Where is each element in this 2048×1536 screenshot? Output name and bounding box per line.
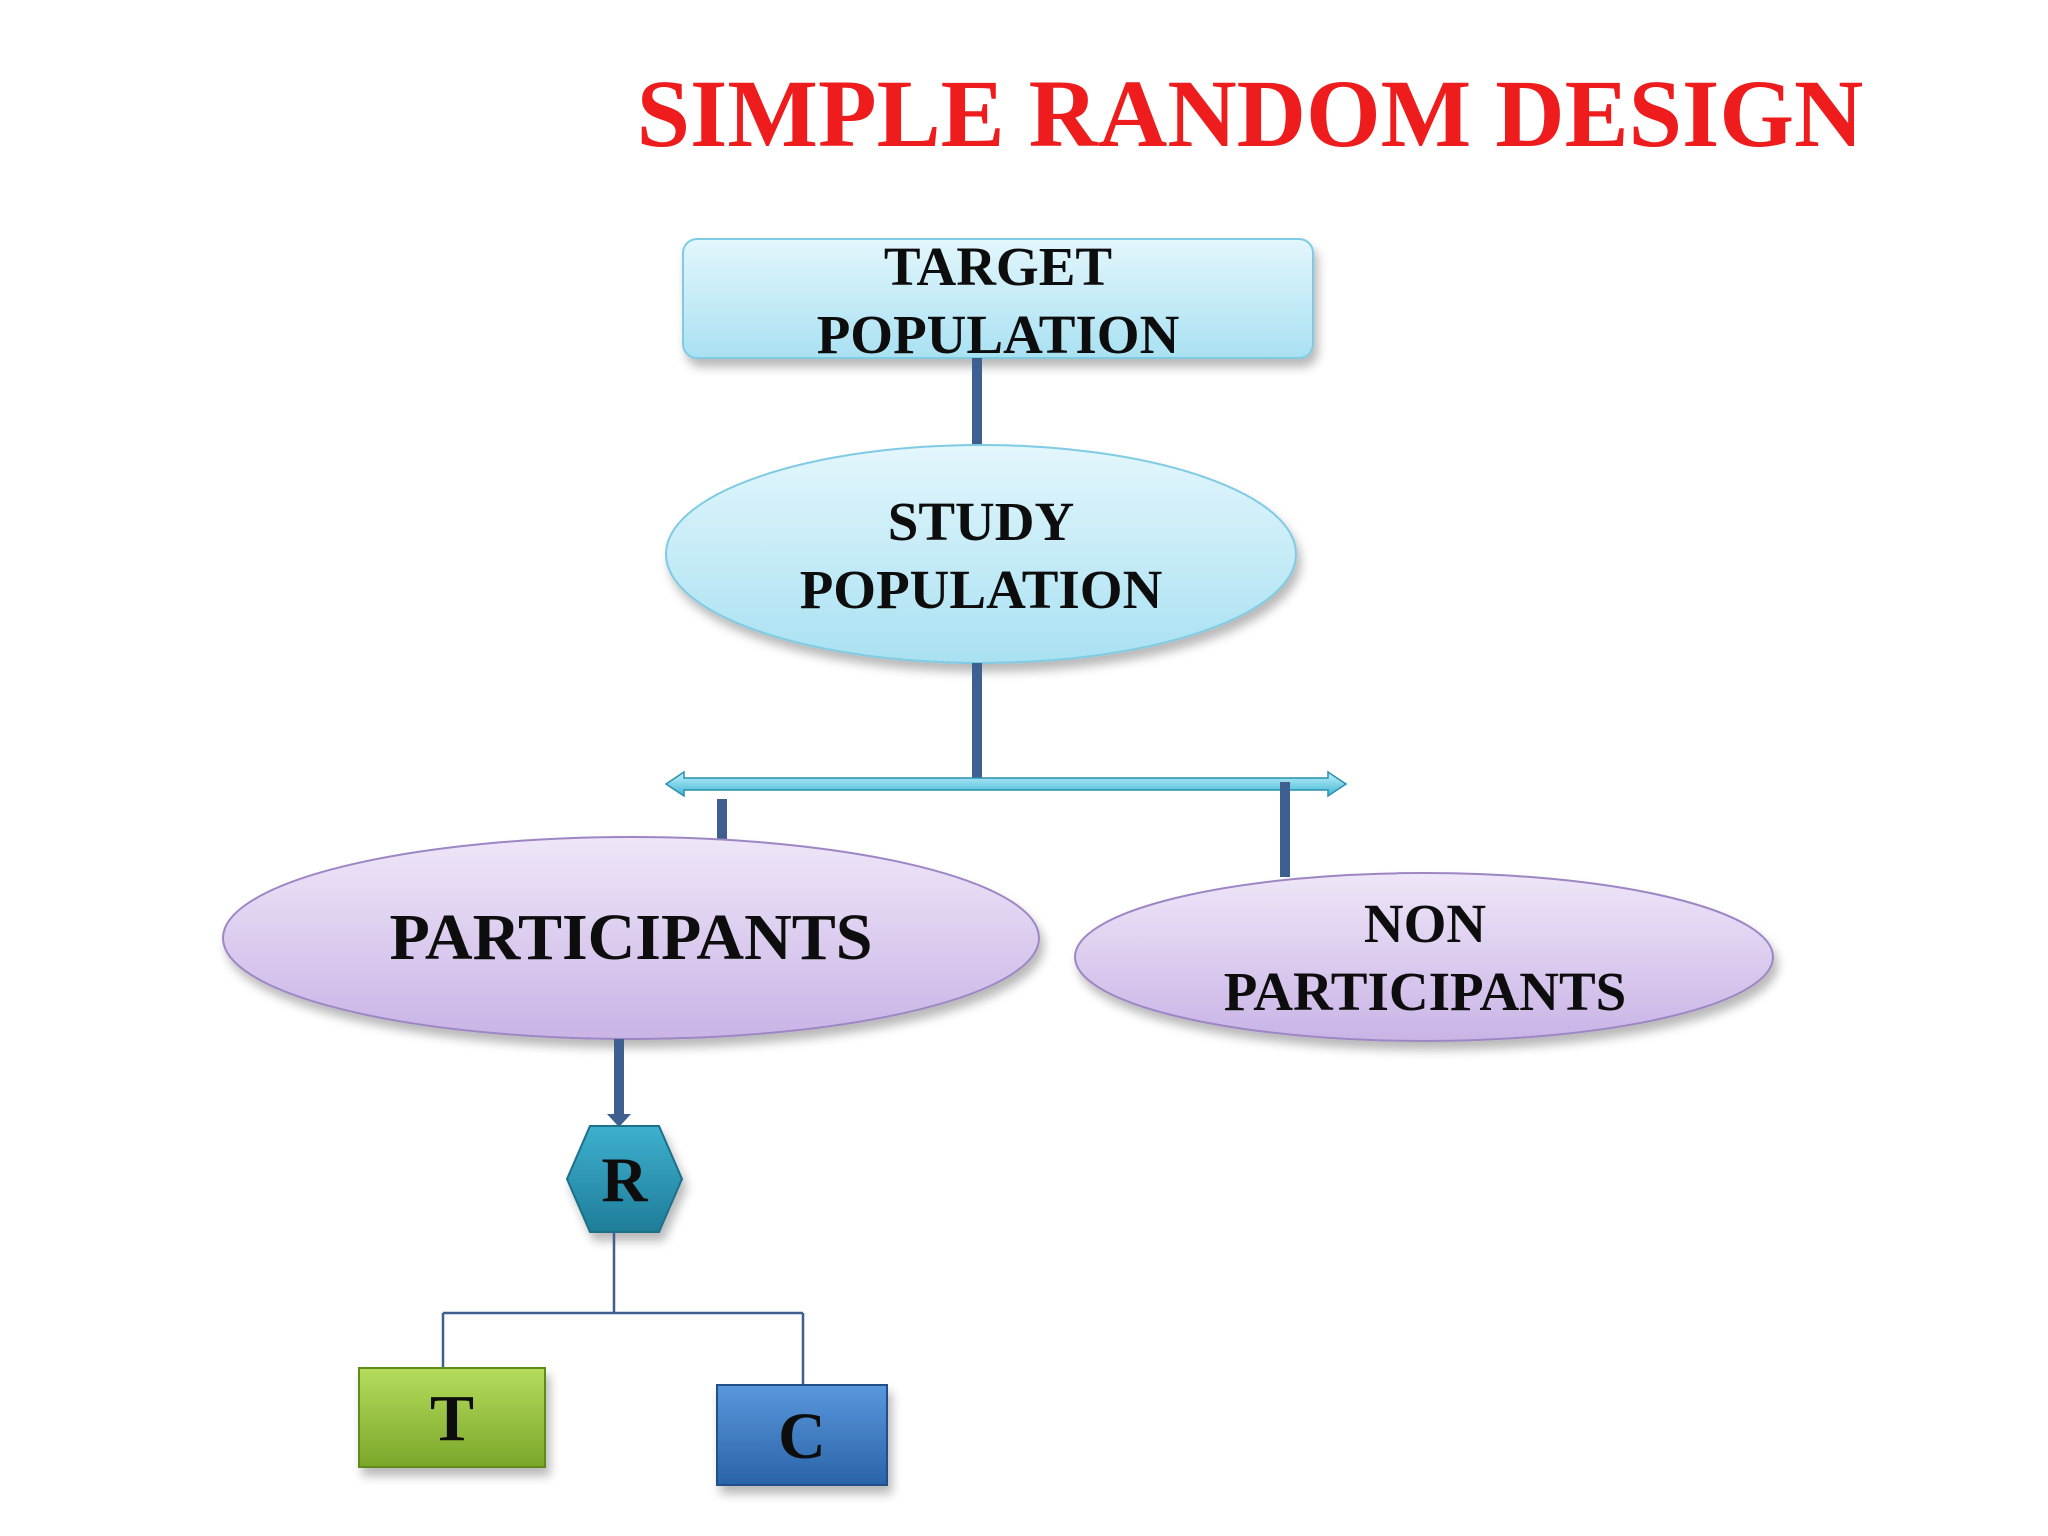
participants-ellipse	[222, 836, 1040, 1040]
participants-to-r-arrowhead	[607, 1114, 631, 1127]
non-participants-line1: NON	[1363, 893, 1487, 954]
randomization-hexagon	[565, 1125, 684, 1233]
split-double-arrow	[664, 770, 1348, 798]
study-population-line2: POPULATION	[799, 559, 1163, 620]
treatment-label: T	[429, 1382, 475, 1455]
control-box	[716, 1384, 888, 1486]
target-population-line1: TARGET	[883, 236, 1113, 297]
non-participants-label: NON PARTICIPANTS	[1110, 890, 1740, 1026]
randomization-label: R	[601, 1144, 648, 1215]
control-label: C	[778, 1400, 826, 1473]
non-participants-line2: PARTICIPANTS	[1223, 961, 1627, 1022]
target-population-line2: POPULATION	[816, 304, 1180, 365]
participants-label: PARTICIPANTS	[389, 901, 873, 974]
target-population-label: TARGET POPULATION	[683, 233, 1313, 369]
target-population-box	[682, 238, 1314, 359]
study-population-label: STUDY POPULATION	[700, 488, 1262, 624]
treatment-box	[358, 1367, 546, 1468]
non-participants-ellipse	[1074, 872, 1774, 1042]
slide-title: SIMPLE RANDOM DESIGN	[636, 60, 1864, 167]
study-population-line1: STUDY	[887, 491, 1075, 552]
